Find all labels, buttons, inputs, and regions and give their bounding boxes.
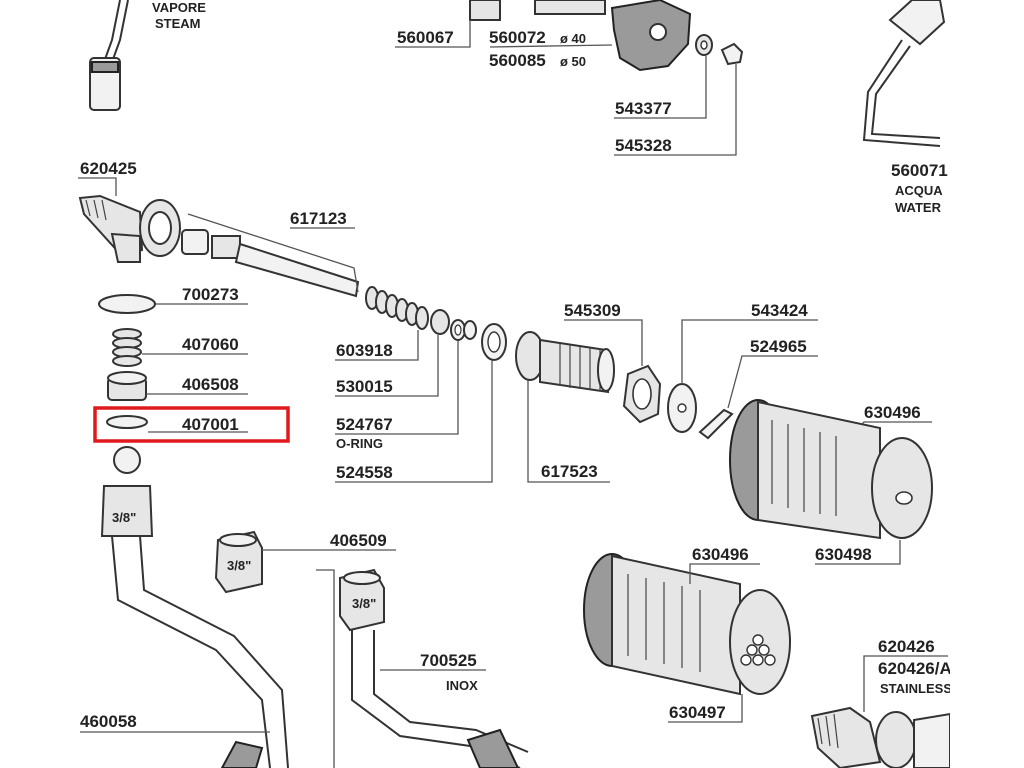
part-label-543424: 543424 — [751, 301, 808, 320]
part-label-630496-lower: 630496 — [692, 545, 749, 564]
diameter-40-label: ø 40 — [560, 31, 586, 46]
leader-630497 — [668, 694, 743, 723]
fitting-size-label-a: 3/8" — [112, 510, 136, 525]
valve-shaft-part — [181, 213, 360, 298]
part-label-406508: 406508 — [182, 375, 239, 394]
leader-620426 — [863, 655, 948, 712]
stainless-label: STAINLESS — [880, 681, 952, 696]
part-label-543377: 543377 — [615, 99, 672, 118]
part-label-524965: 524965 — [750, 337, 807, 356]
gasket-524558-part — [481, 323, 507, 361]
part-label-620426: 620426 — [878, 637, 935, 656]
leader-524767 — [335, 341, 459, 435]
part-label-460058: 460058 — [80, 712, 137, 731]
hose-fitting-part — [100, 446, 289, 768]
leader-545328 — [614, 64, 737, 156]
washer-543424-part — [667, 383, 697, 433]
leader-543377 — [614, 56, 707, 119]
part-label-524558: 524558 — [336, 463, 393, 482]
fitting-size-label-b: 3/8" — [227, 558, 251, 573]
knob-assembly-part — [469, 0, 744, 72]
drops-logo-icon — [740, 634, 776, 666]
washer-530015-part — [430, 309, 450, 335]
part-label-406509: 406509 — [330, 531, 387, 550]
fitting-406509-part — [214, 530, 263, 594]
leader-543424 — [681, 319, 818, 384]
hose-end-part — [220, 740, 264, 768]
part-label-407060: 407060 — [182, 335, 239, 354]
part-label-620425: 620425 — [80, 159, 137, 178]
leader-620425 — [78, 177, 117, 196]
leader-524965 — [727, 355, 818, 409]
highlight-box-407001 — [93, 406, 290, 443]
part-label-630496-upper: 630496 — [864, 403, 921, 422]
part-label-530015: 530015 — [336, 377, 393, 396]
leader-560067 — [395, 20, 471, 48]
part-label-545328: 545328 — [615, 136, 672, 155]
knob-630496-lower-part — [583, 553, 791, 696]
water-wand-part — [862, 0, 946, 147]
leader-530015 — [335, 335, 439, 397]
threaded-body-617523-part — [515, 331, 615, 394]
part-label-560067: 560067 — [397, 28, 454, 47]
part-label-560085: 560085 — [489, 51, 546, 70]
steam-label: STEAM — [155, 16, 201, 31]
spring-603918-part — [365, 286, 429, 330]
leader-630496-lower — [689, 563, 760, 584]
part-label-524767: 524767 — [336, 415, 393, 434]
gasket-700273-part — [98, 294, 156, 314]
leader-617523 — [527, 380, 610, 483]
part-label-630497: 630497 — [669, 703, 726, 722]
leader-603918 — [335, 330, 419, 361]
leader-630498 — [815, 540, 901, 565]
oring-524767-part — [450, 319, 477, 341]
part-label-560072: 560072 — [489, 28, 546, 47]
inox-label: INOX — [446, 678, 478, 693]
hose-700525-part — [316, 568, 529, 768]
leader-630496-upper — [861, 421, 932, 425]
seat-406508-part — [107, 371, 147, 401]
oring-label: O-RING — [336, 436, 383, 451]
acqua-label: ACQUA — [895, 183, 943, 198]
leader-524558 — [335, 360, 493, 483]
oring-407001-part — [106, 415, 148, 429]
part-label-617123: 617123 — [290, 209, 347, 228]
vapore-label: VAPORE — [152, 0, 206, 15]
diameter-50-label: ø 50 — [560, 54, 586, 69]
part-label-603918: 603918 — [336, 341, 393, 360]
part-label-407001: 407001 — [182, 415, 239, 434]
part-label-617523: 617523 — [541, 462, 598, 481]
knob-630496-upper-part — [729, 399, 933, 540]
steam-wand-part — [89, 0, 129, 111]
right-margin — [950, 0, 1024, 768]
part-label-560071: 560071 — [891, 161, 948, 180]
leader-560072 — [489, 44, 613, 48]
part-label-700525: 700525 — [420, 651, 477, 670]
leader-545309 — [564, 319, 643, 366]
valve-620426-part — [810, 706, 951, 768]
spring-407060-part — [112, 328, 142, 367]
water-label: WATER — [895, 200, 942, 215]
part-label-630498: 630498 — [815, 545, 872, 564]
nut-545309-part — [622, 364, 662, 424]
part-label-545309: 545309 — [564, 301, 621, 320]
cotter-pin-524965-part — [698, 408, 734, 440]
fitting-size-label-c: 3/8" — [352, 596, 376, 611]
valve-body-part — [78, 194, 181, 263]
part-label-620426a: 620426/A — [878, 659, 952, 678]
part-label-700273: 700273 — [182, 285, 239, 304]
